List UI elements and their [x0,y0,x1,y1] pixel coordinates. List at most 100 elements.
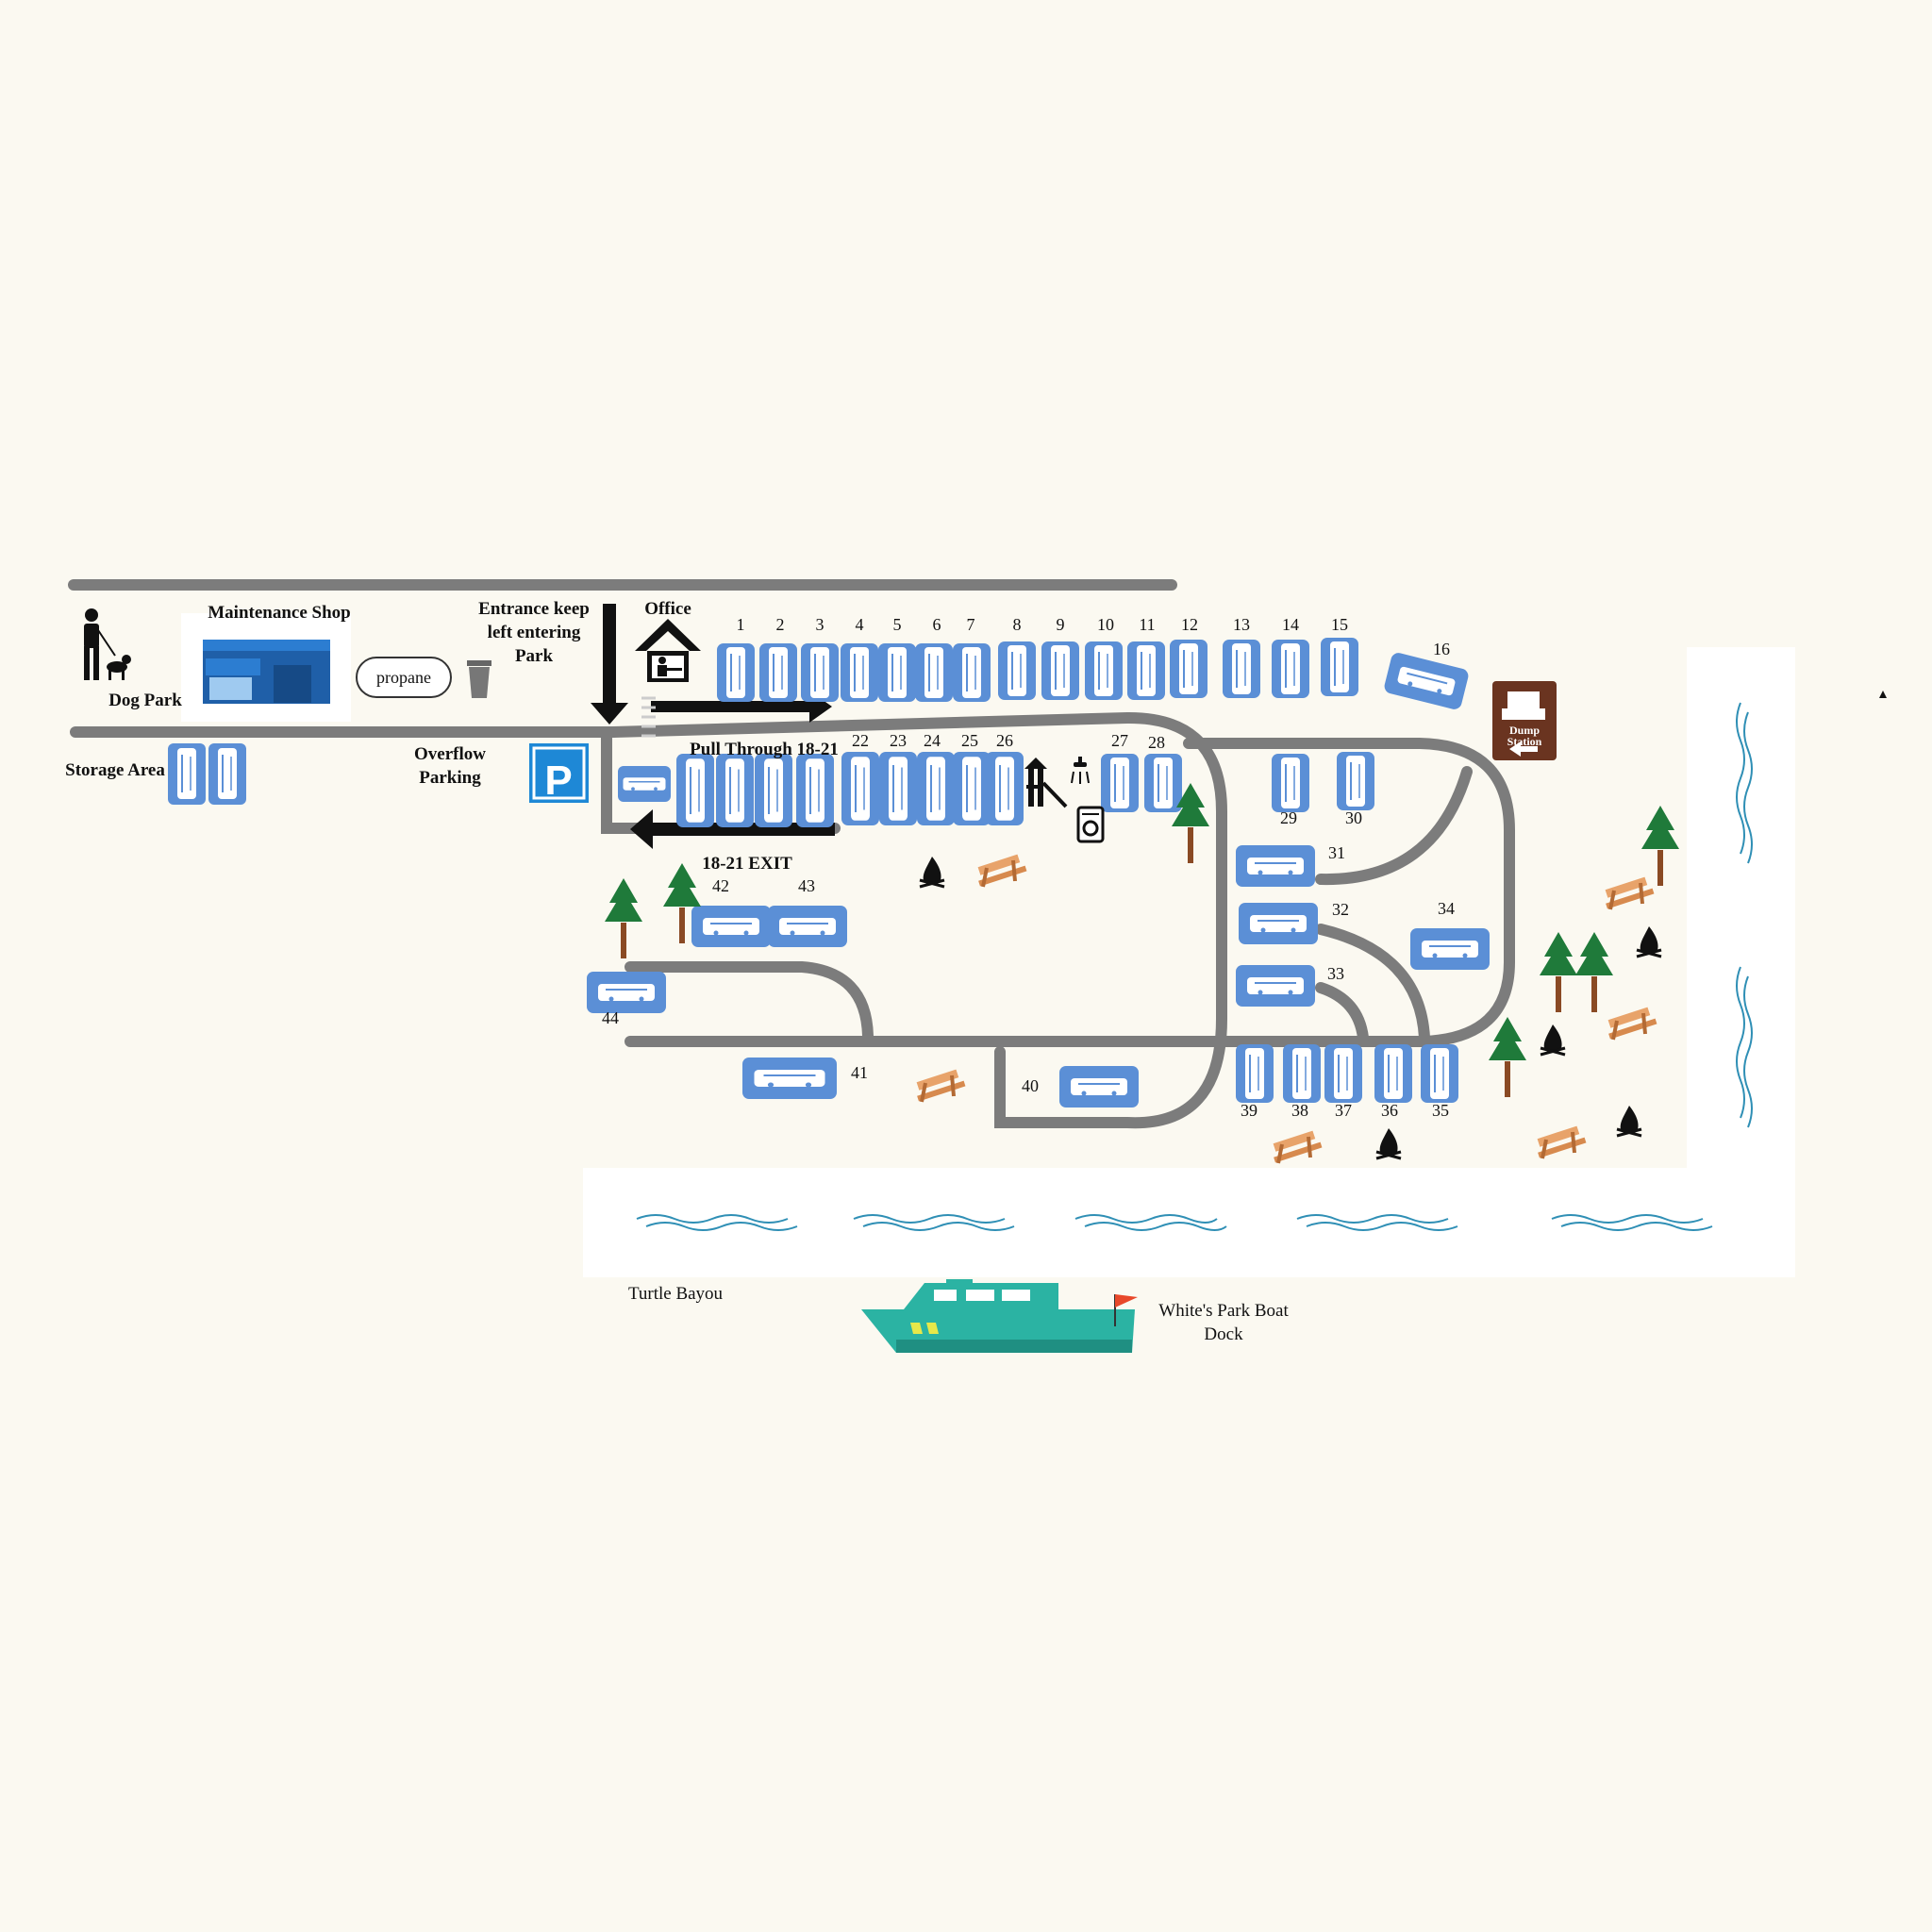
campfire-icon [1615,1104,1643,1138]
site-37[interactable] [1324,1044,1362,1103]
overflow-label-1: Overflow [414,744,486,764]
site-35[interactable] [1421,1044,1458,1103]
site-number-label: 30 [1345,808,1362,827]
dog-park-label: Dog Park [108,691,182,710]
site-6[interactable] [915,643,953,702]
rv-icon [961,646,982,699]
site-43[interactable] [768,906,847,947]
site-3[interactable] [801,643,839,702]
propane-label: propane [376,668,431,687]
boat-dock-label-2: Dock [1204,1324,1243,1344]
rv-icon [725,646,746,699]
dump-station-icon [1492,681,1557,760]
site-27[interactable] [1101,754,1139,812]
site-number-label: 13 [1233,615,1250,634]
sites-row-2[interactable] [676,752,1182,827]
rv-icon [753,1068,826,1089]
site-28[interactable] [1144,754,1182,812]
dog-walker-icon [84,608,131,680]
outer-loop-road [625,738,1515,1047]
site-number-label: 12 [1181,615,1198,634]
office-label: Office [644,599,691,619]
laundry-icon [1076,806,1105,843]
rv-icon [887,646,908,699]
site-39[interactable] [1236,1044,1274,1103]
rv-icon [702,917,760,937]
overflow-label-2: Parking [419,768,481,788]
site-11[interactable] [1127,641,1165,700]
cattle-guard [641,696,656,738]
picnic-tables [914,852,1659,1165]
pull-through-site[interactable] [755,754,792,827]
site-14[interactable] [1272,640,1309,698]
site-number-label: 15 [1331,615,1348,634]
site-33[interactable] [1236,965,1315,1007]
campfires [918,855,1663,1160]
playground-icon [1024,758,1068,808]
site-42[interactable] [691,906,771,947]
rv-icon [1050,644,1071,697]
pull-through-site[interactable] [796,754,834,827]
site-13[interactable] [1223,640,1260,698]
site-41[interactable] [742,1058,837,1099]
campfire-icon [1539,1023,1567,1057]
site-7[interactable] [953,643,991,702]
north-marker [1879,691,1887,698]
rv-icon [849,646,870,699]
entrance-label-3: Park [515,646,554,666]
site-number-label: 25 [961,731,978,750]
site-12[interactable] [1170,640,1208,698]
rv-icon [849,756,872,822]
south-road [625,961,874,1041]
site-36[interactable] [1374,1044,1412,1103]
picnic-table-icon [1535,1124,1589,1160]
site-25[interactable] [953,752,991,825]
site-number-label: 36 [1381,1101,1398,1120]
site-number-label: 6 [933,615,941,634]
overflow-parking-site[interactable] [618,766,671,802]
pull-through-site[interactable] [716,754,754,827]
site-29[interactable] [1272,754,1309,812]
dump-label-1: Dump [1509,724,1540,737]
site-26[interactable] [986,752,1024,825]
site-15[interactable] [1321,638,1358,696]
site-44[interactable] [587,972,666,1013]
site-30[interactable] [1337,752,1374,810]
picnic-table-icon [975,852,1029,889]
site-24[interactable] [917,752,955,825]
site-22[interactable] [841,752,879,825]
site-1[interactable] [717,643,755,702]
site-number-label: 3 [816,615,824,634]
site-5[interactable] [878,643,916,702]
rv-icon [1329,641,1350,693]
site-23[interactable] [879,752,917,825]
site-number-label: 34 [1438,899,1455,918]
propane-tag[interactable] [356,657,452,698]
site-number-label: 43 [798,876,815,895]
maintenance-shop-label: Maintenance Shop [208,603,351,623]
rv-icon [1093,644,1114,697]
rv-icon [1246,976,1305,996]
site-2[interactable] [759,643,797,702]
site-number-label: 14 [1282,615,1299,634]
site-number-label: 1 [737,615,745,634]
site-number-label: 23 [890,731,907,750]
site-16[interactable] [1383,651,1470,710]
site-32[interactable] [1239,903,1318,944]
rv-icon [924,646,944,699]
sites-east[interactable] [587,752,1490,1108]
site-34[interactable] [1410,928,1490,970]
site-40[interactable] [1059,1066,1139,1108]
site-number-label: 31 [1328,843,1345,862]
site-38[interactable] [1283,1044,1321,1103]
bayou-water [583,647,1795,1277]
site-31[interactable] [1236,845,1315,887]
site-number-label: 37 [1335,1101,1352,1120]
site-8[interactable] [998,641,1036,700]
site-9[interactable] [1041,641,1079,700]
pull-through-site[interactable] [676,754,714,827]
site-10[interactable] [1085,641,1123,700]
site-4[interactable] [841,643,878,702]
sites-row-1[interactable] [717,638,1358,702]
storage-area-sites[interactable] [168,743,246,805]
